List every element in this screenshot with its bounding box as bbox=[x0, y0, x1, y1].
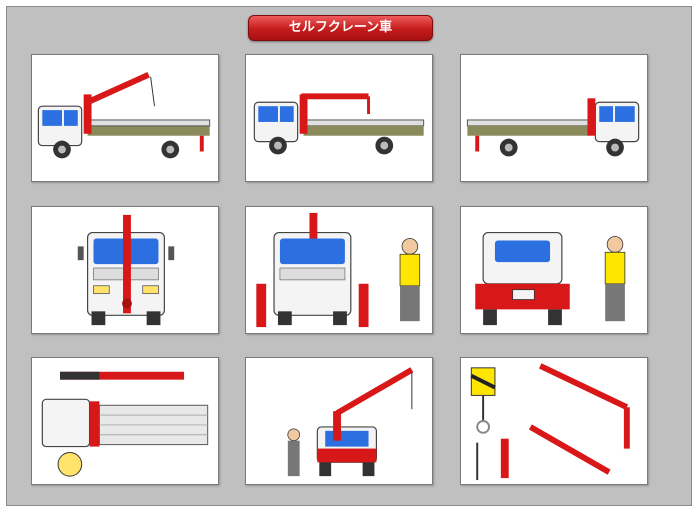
thumbnail-top-view[interactable] bbox=[31, 357, 219, 485]
truck-top-image bbox=[41, 371, 209, 477]
thumbnail-rear-view-crane-operating[interactable] bbox=[245, 357, 433, 485]
thumbnail-front-view[interactable] bbox=[31, 206, 219, 334]
truck-front-operator-image bbox=[256, 212, 421, 328]
thumbnail-front-view-outriggers[interactable] bbox=[245, 206, 433, 334]
truck-rear-operator-image bbox=[475, 232, 626, 326]
truck-side-right-image bbox=[466, 98, 640, 157]
title-button[interactable]: セルフクレーン車 bbox=[248, 15, 433, 41]
gallery-frame: セルフクレーン車 bbox=[6, 6, 692, 506]
thumbnail-crane-parts[interactable] bbox=[460, 357, 648, 485]
truck-front-image bbox=[77, 214, 175, 326]
truck-side-left-boom-image bbox=[253, 93, 425, 155]
thumbnail-side-view-left-boom-extended[interactable] bbox=[245, 54, 433, 182]
truck-rear-crane-image bbox=[287, 367, 414, 477]
thumbnail-side-view-right[interactable] bbox=[460, 54, 648, 182]
truck-side-left-image bbox=[37, 71, 211, 159]
thumbnail-side-view-left[interactable] bbox=[31, 54, 219, 182]
crane-parts-image bbox=[470, 363, 630, 481]
thumbnail-rear-view[interactable] bbox=[460, 206, 648, 334]
